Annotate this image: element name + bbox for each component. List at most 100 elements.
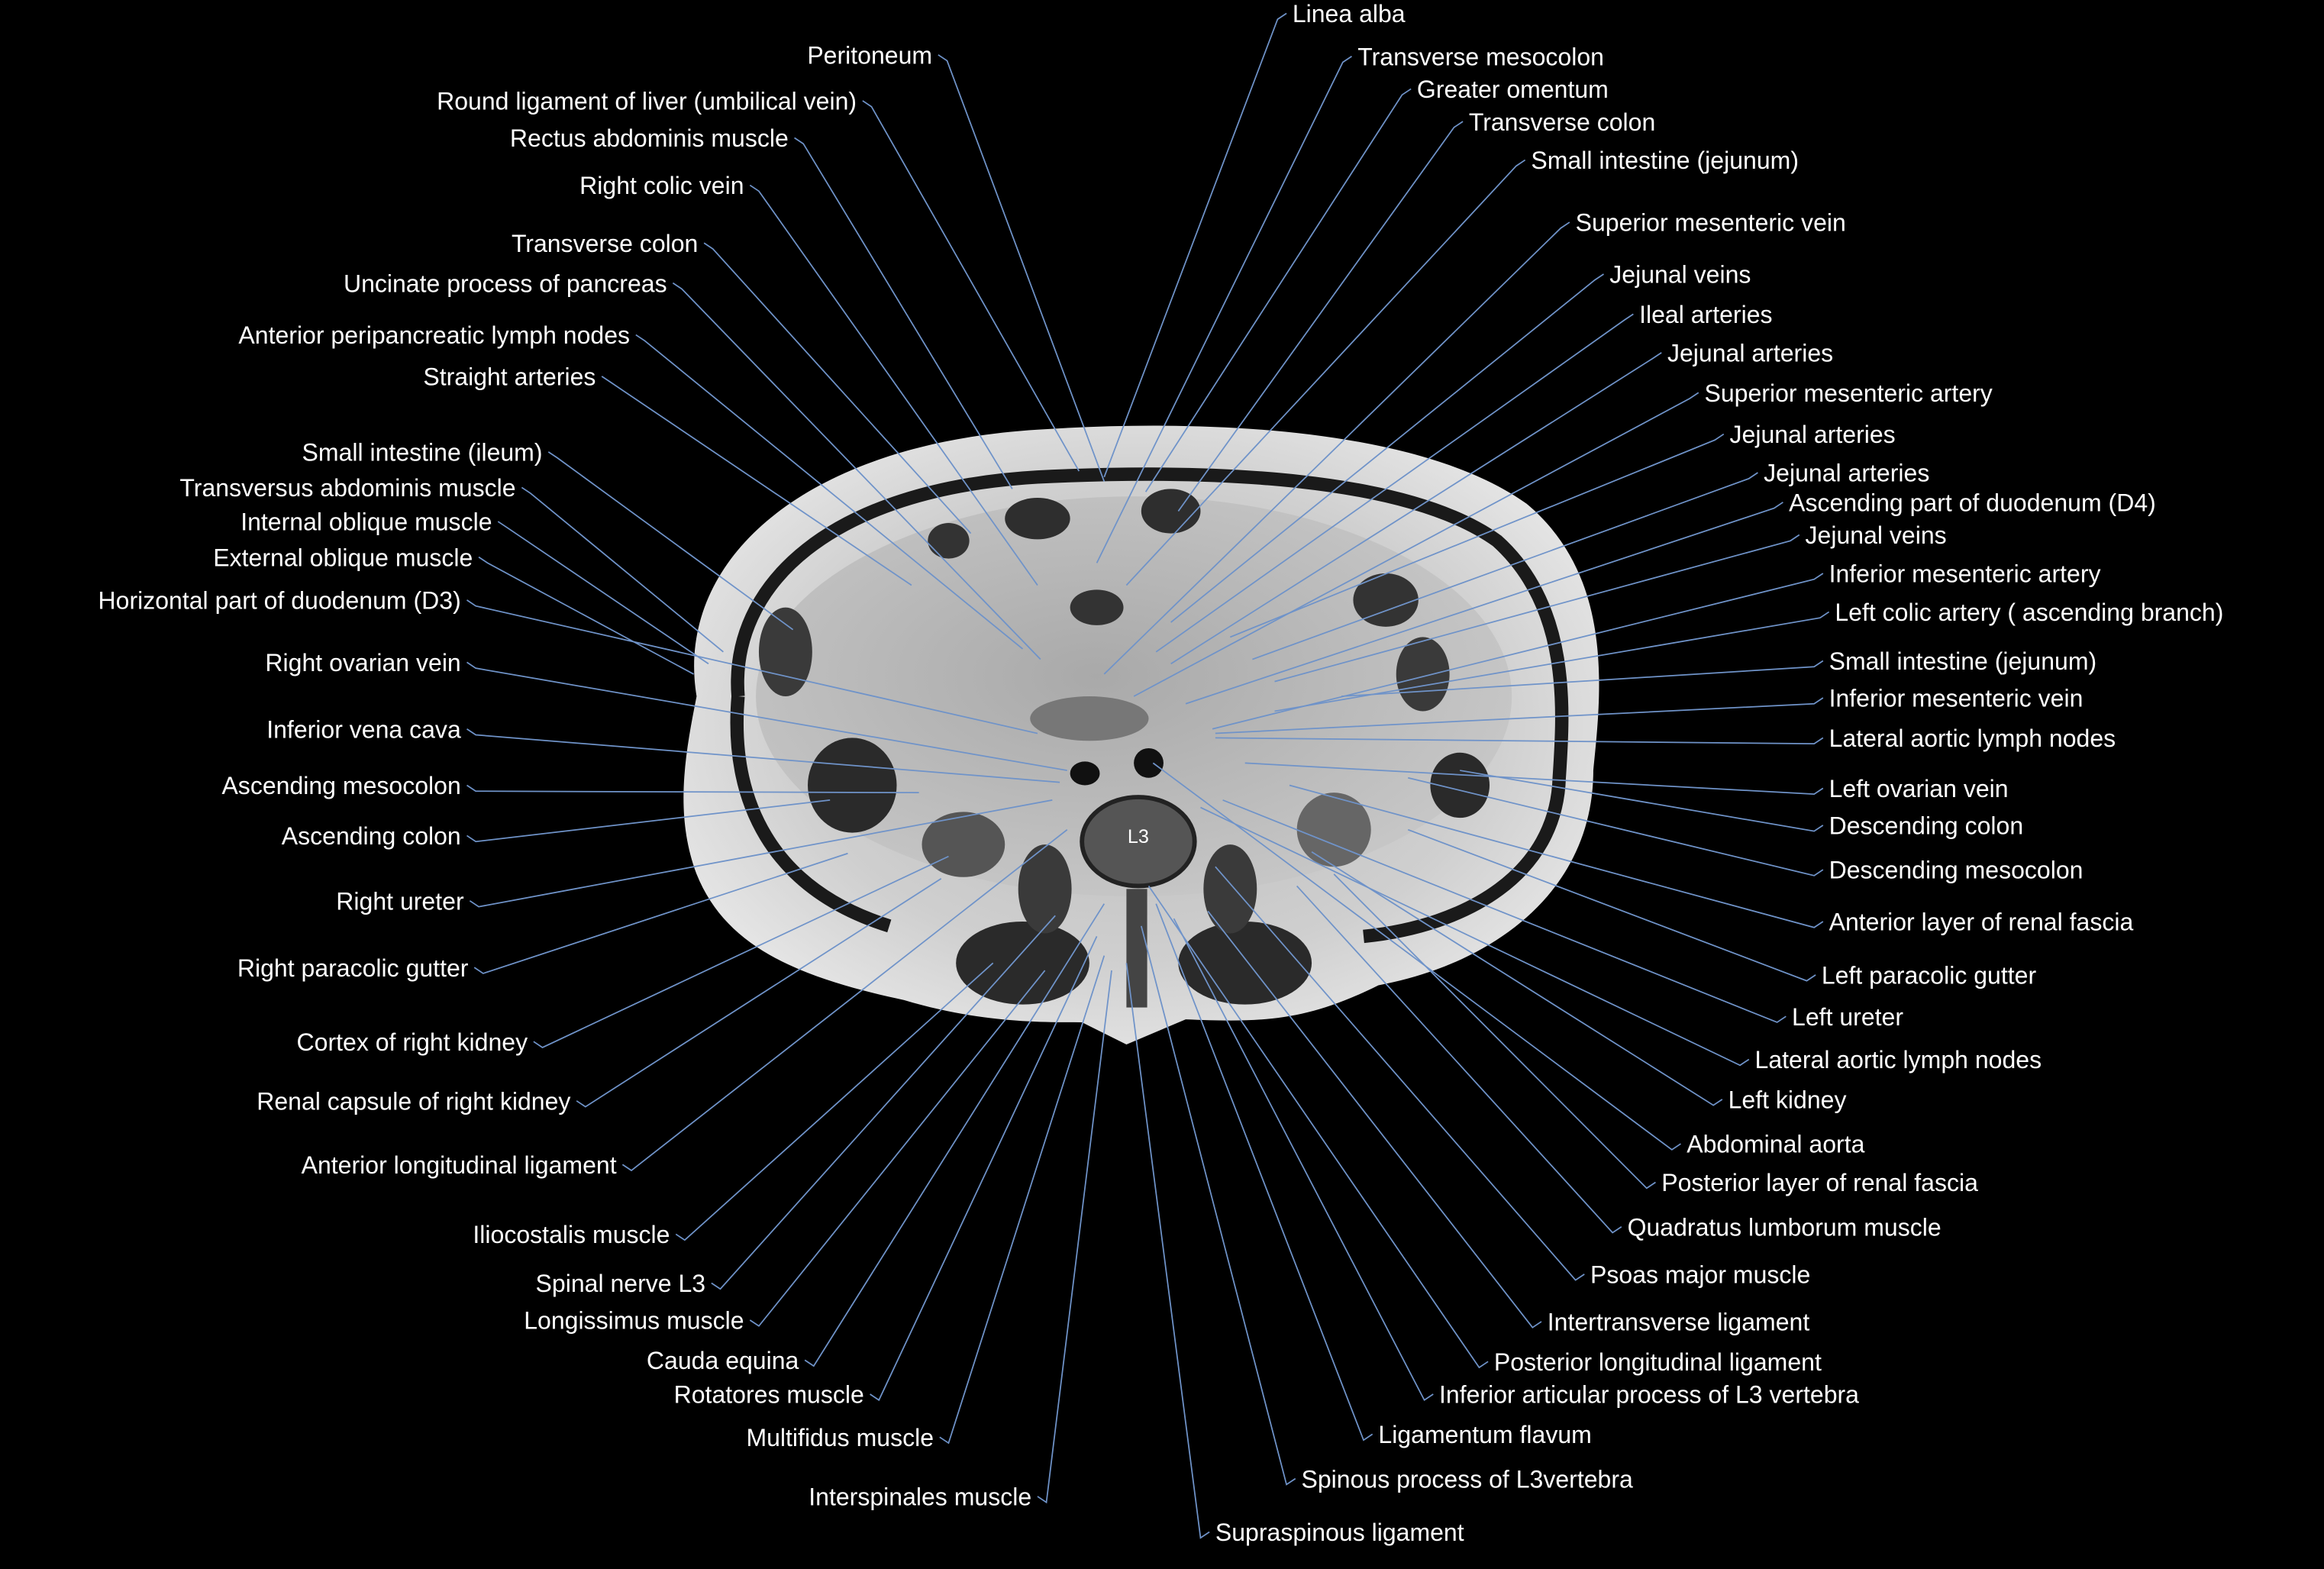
anatomy-label: Left kidney [1728, 1086, 1847, 1114]
anatomy-label: Horizontal part of duodenum (D3) [98, 587, 461, 615]
leader-line [1140, 925, 1296, 1486]
leader-line [466, 728, 1060, 783]
bowel-loop [1070, 589, 1124, 625]
anatomy-label: Small intestine (ileum) [302, 439, 543, 467]
leader-line [1229, 433, 1725, 638]
bowel-loop [928, 523, 970, 559]
leader-line [466, 799, 831, 843]
left-kidney-shape [1296, 793, 1371, 867]
leader-line [1177, 121, 1464, 512]
leader-line [1296, 885, 1622, 1234]
anatomy-label: Left ureter [1792, 1003, 1903, 1031]
abdomen-cross-section: L3 [683, 425, 1599, 1045]
leader-line [521, 486, 724, 653]
leader-line [1125, 963, 1210, 1539]
anatomy-label: Posterior longitudinal ligament [1494, 1348, 1822, 1376]
anatomy-label: Lateral aortic lymph nodes [1829, 725, 2116, 752]
muscle-wall-ring-right [730, 696, 892, 933]
leader-line [672, 282, 1041, 660]
leader-line [1244, 762, 1824, 796]
bowel-loop [758, 607, 812, 697]
anatomy-label: Internal oblique muscle [240, 508, 492, 536]
anatomy-label: Supraspinous ligament [1215, 1519, 1464, 1546]
anatomy-label: Round ligament of liver (umbilical vein) [437, 88, 857, 115]
anatomy-label: Lateral aortic lymph nodes [1755, 1046, 2042, 1073]
vertebra-label: L3 [1128, 826, 1149, 847]
anatomy-label: Left colic artery ( ascending branch) [1835, 599, 2223, 626]
leader-line [1274, 534, 1800, 683]
leader-lines [466, 12, 1830, 1539]
left-psoas [1203, 844, 1257, 934]
leader-line [1103, 12, 1287, 478]
anatomy-label: Rectus abdominis muscle [510, 124, 789, 152]
anatomy-label: Descending colon [1829, 812, 2024, 840]
l3-vertebral-body [1080, 795, 1197, 889]
right-psoas [1018, 844, 1072, 934]
aorta-shape [1134, 747, 1164, 778]
bowel-loop [1005, 498, 1070, 540]
leader-line [1155, 903, 1373, 1441]
leader-line [794, 137, 1013, 489]
anatomy-label: Posterior layer of renal fascia [1661, 1169, 1978, 1196]
leader-line [473, 852, 848, 974]
anatomy-label: Superior mesenteric vein [1576, 209, 1846, 237]
leader-line [804, 903, 1106, 1367]
anatomy-label: Transverse colon [1469, 108, 1655, 136]
leader-line [1311, 851, 1723, 1106]
anatomy-label: Abdominal aorta [1687, 1131, 1864, 1158]
anatomy-label: Small intestine (jejunum) [1531, 147, 1799, 174]
leader-line [1215, 866, 1585, 1281]
anatomy-label: Cortex of right kidney [297, 1028, 528, 1056]
right-paraspinal-muscles [956, 921, 1089, 1005]
anatomy-label: Spinal nerve L3 [536, 1270, 706, 1297]
anatomy-label: Jejunal arteries [1730, 421, 1896, 448]
muscle-wall-ring [731, 467, 1569, 944]
anatomy-label: Jejunal arteries [1764, 460, 1929, 487]
anatomy-label: Quadratus lumborum muscle [1628, 1213, 1942, 1241]
ascending-colon-shape [808, 738, 897, 833]
anatomy-label: Iliocostalis muscle [473, 1221, 670, 1248]
leader-line [938, 54, 1106, 482]
leader-line [576, 877, 942, 1108]
leader-line [1155, 313, 1634, 653]
descending-colon-shape [1430, 752, 1490, 818]
anatomy-label: Peritoneum [807, 41, 932, 69]
leader-line [466, 661, 1067, 771]
leader-line [547, 451, 794, 631]
anatomy-label: Jejunal veins [1609, 261, 1751, 289]
leader-line [1103, 221, 1570, 675]
leader-line [1222, 799, 1787, 1023]
anatomy-label: Anterior peripancreatic lymph nodes [238, 321, 630, 349]
leader-line [1207, 910, 1542, 1328]
leader-line [870, 936, 1098, 1402]
leader-line [469, 799, 1053, 908]
left-paraspinal-muscles [1178, 921, 1312, 1005]
leader-line [478, 556, 694, 675]
anatomy-label: Ligamentum flavum [1378, 1421, 1591, 1448]
anatomy-label: Descending mesocolon [1829, 857, 2084, 884]
anatomy-label: Cauda equina [647, 1347, 799, 1374]
leader-line [1173, 918, 1434, 1402]
anatomy-label: Ascending mesocolon [221, 772, 460, 799]
bowel-loop [1141, 489, 1201, 534]
anatomy-label: Greater omentum [1417, 76, 1609, 103]
anatomy-label: Ileal arteries [1639, 301, 1772, 328]
anatomy-label: Inferior mesenteric vein [1829, 685, 2084, 712]
leader-line [1200, 806, 1750, 1067]
anatomy-label: Right ureter [336, 887, 464, 915]
anatomy-label: Psoas major muscle [1590, 1261, 1810, 1288]
leader-line [1407, 828, 1816, 982]
leader-line [703, 242, 972, 534]
anatomy-label: Right paracolic gutter [237, 954, 469, 982]
anatomy-label: Interspinales muscle [809, 1483, 1031, 1511]
leader-line [1333, 873, 1656, 1190]
leader-line [1096, 56, 1352, 563]
leader-line [1147, 885, 1489, 1369]
leader-line [1289, 784, 1824, 928]
anatomy-label: Jejunal veins [1806, 521, 1947, 549]
anatomy-label: Anterior layer of renal fascia [1829, 909, 2134, 936]
anatomy-label: Inferior articular process of L3 vertebr… [1439, 1381, 1859, 1409]
leader-line [533, 855, 949, 1048]
ivc-shape [1070, 761, 1100, 786]
